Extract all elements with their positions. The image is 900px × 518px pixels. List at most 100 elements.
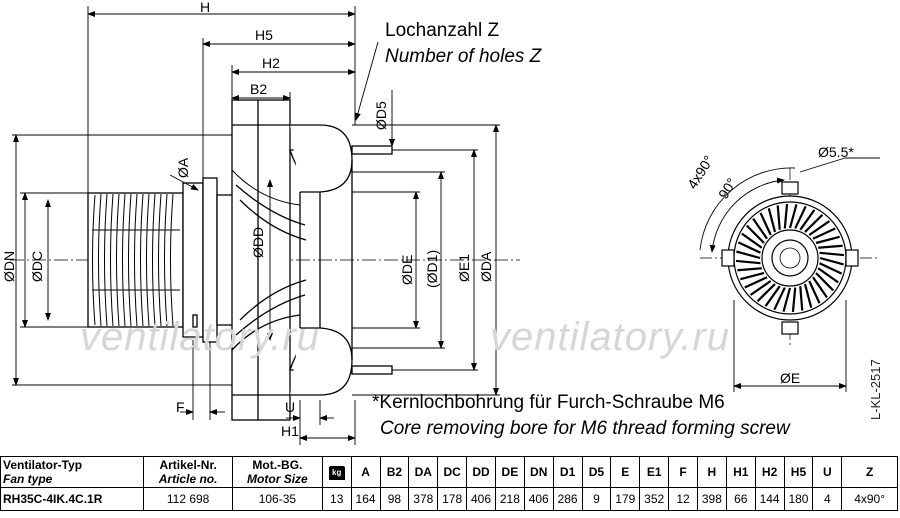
dim-e1: ØE1 [456, 254, 472, 282]
cell-value: 218 [494, 487, 525, 511]
impeller-fin [818, 244, 843, 249]
impeller-fin [819, 251, 845, 257]
header-col: E1 [639, 456, 670, 488]
cell-value: 398 [696, 487, 727, 511]
dim-h1: H1 [281, 423, 299, 439]
header-col: H1 [725, 456, 756, 488]
dim-de: ØDE [399, 255, 415, 285]
cell-value: 406 [523, 487, 554, 511]
dim-dc: ØDC [29, 251, 45, 282]
impeller-fin [794, 205, 807, 229]
dim-d5: ØD5 [373, 101, 389, 130]
header-col: DC [437, 456, 468, 488]
impeller-fin [773, 287, 786, 311]
watermark-left: ventilatory.ru [80, 315, 321, 359]
impeller-fin [815, 272, 834, 292]
impeller-fin [799, 209, 816, 231]
impeller-fin [815, 235, 840, 245]
dim-da: ØDA [478, 251, 494, 282]
side-view [10, 99, 520, 421]
impeller-fin [756, 283, 776, 302]
header-col: DA [408, 456, 439, 488]
dim-f: F [176, 399, 185, 415]
core-bore-note-de: *Kernlochbohrung für Furch-Schraube M6 [372, 392, 725, 413]
cell-value: 286 [552, 487, 583, 511]
dim-h: H [200, 0, 210, 15]
cell-value: 4x90° [841, 487, 898, 511]
impeller-fin [782, 287, 792, 312]
impeller-fin [737, 267, 762, 272]
impeller-fin [791, 287, 797, 313]
dim-u: U [285, 399, 295, 415]
impeller-fin [803, 283, 813, 308]
impeller-fin [804, 214, 824, 233]
impeller-fin [735, 259, 761, 265]
cell-value: 179 [610, 487, 641, 511]
impeller-fin [808, 220, 831, 236]
weight-icon: kg [328, 466, 345, 480]
impeller-fin [788, 204, 798, 229]
header-col: F [668, 456, 698, 488]
header-col: H5 [783, 456, 814, 488]
header-motor-size: Mot.-BG.Motor Size [231, 456, 323, 488]
cell-value: 164 [350, 487, 381, 511]
header-col: U [812, 456, 843, 488]
impeller-fin [740, 271, 765, 281]
dimension-lines [12, 6, 500, 445]
impeller-fin [808, 280, 821, 304]
core-bore-note-en: Core removing bore for M6 thread forming… [380, 418, 790, 439]
holes-note-de: Lochanzahl Z [385, 20, 500, 41]
impeller-fin [764, 285, 781, 307]
header-col: D5 [581, 456, 612, 488]
front-dimensions [699, 157, 880, 392]
front-view [700, 168, 880, 348]
dim-e: ØE [780, 370, 800, 386]
impeller-fin [783, 203, 789, 229]
impeller-fin [799, 286, 804, 311]
impeller-fin [749, 280, 772, 296]
header-col: DE [494, 456, 525, 488]
cell-value: 66 [725, 487, 756, 511]
header-col: H [696, 456, 727, 488]
dim-b2: B2 [250, 81, 267, 97]
cell-weight: 13 [321, 487, 352, 511]
holes-note-en: Number of holes Z [385, 46, 542, 67]
cell-value: 4 [812, 487, 843, 511]
header-col: D1 [552, 456, 583, 488]
impeller-fin [812, 276, 828, 299]
drawing-id: L-KL-2517 [868, 359, 883, 420]
impeller-fin [817, 267, 839, 284]
cell-value: 180 [783, 487, 814, 511]
cell-value: 98 [379, 487, 410, 511]
cell-value: 352 [639, 487, 670, 511]
header-col: H2 [754, 456, 785, 488]
header-col: Z [841, 456, 898, 488]
header-col: E [610, 456, 641, 488]
header-col: A [350, 456, 381, 488]
cell-value: 144 [754, 487, 785, 511]
impeller-fin [744, 276, 768, 289]
watermark-right: ventilatory.ru [490, 315, 731, 359]
dimension-labels: H H5 H2 B2 ØD5 ØA ØDN ØDC ØDD ØDE (ØD1) … [1, 0, 494, 439]
cell-value: 12 [668, 487, 698, 511]
cell-fan-type: RH35C-4IK.4C.1R [0, 487, 145, 511]
fan-technical-drawing: H H5 H2 B2 ØD5 ØA ØDN ØDC ØDD ØDE (ØD1) … [1, 0, 880, 445]
cell-motor-size: 106-35 [231, 487, 323, 511]
motor-fins [92, 193, 180, 327]
table-row: RH35C-4IK.4C.1R 112 698 106-35 13 164 98… [0, 487, 898, 511]
impeller-fin [819, 256, 844, 266]
impeller-fin [812, 227, 836, 240]
dim-dn: ØDN [1, 251, 17, 282]
dim-bore: Ø5.5* [818, 144, 854, 160]
header-col: DN [523, 456, 554, 488]
header-weight: kg [321, 456, 352, 488]
header-col: B2 [379, 456, 410, 488]
header-col: DD [466, 456, 496, 488]
cell-value: 378 [408, 487, 439, 511]
dim-holes-angle: 4x90° [684, 153, 717, 192]
dim-a: ØA [175, 157, 191, 178]
dim-h2: H2 [262, 55, 280, 71]
